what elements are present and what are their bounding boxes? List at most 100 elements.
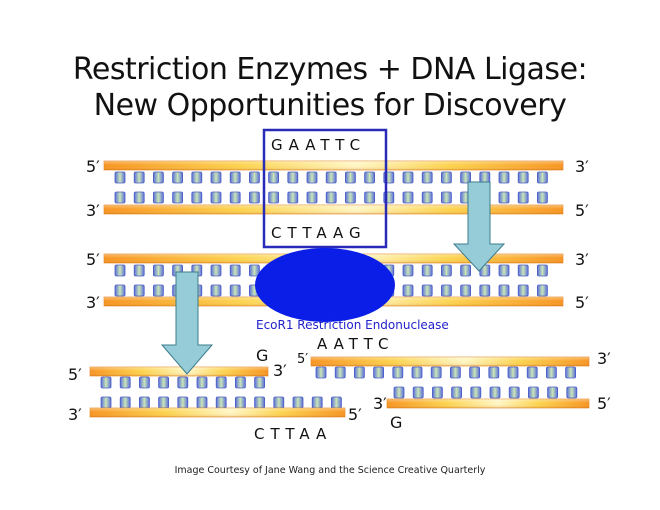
dna2-base-pair-top: [248, 264, 260, 277]
dna1-base-pair-top: [537, 171, 548, 184]
dna2-base-pair-bottom: [229, 284, 241, 297]
dna1-base-pair-bottom: [325, 191, 337, 204]
dna1-base-pair-top: [248, 171, 260, 184]
dna1-base-pair-top: [191, 171, 203, 184]
dna1-base-pair-top: [325, 171, 337, 184]
fragment-right-base-pair-bottom: [566, 386, 578, 399]
dna1-base-pair-top: [402, 171, 414, 184]
dna1-base-pair-top: [517, 171, 529, 184]
dna2-top-left-label: 5′: [86, 250, 100, 269]
dna2-base-pair-top: [498, 264, 510, 277]
arrow-left: [160, 271, 214, 375]
arrow-right: [452, 181, 506, 272]
dna2-base-pair-bottom: [440, 284, 452, 297]
fragment-left-base-pair-top: [215, 376, 227, 389]
fragment-left-base-pair-bottom: [177, 396, 189, 409]
dna1-base-pair-top: [460, 171, 472, 184]
fragment-right-base-pair-bottom: [431, 386, 443, 399]
fragment-right-bottom-right-label: 5′: [597, 394, 611, 413]
fragment-right-base-pair-top: [315, 366, 327, 379]
fragment-right-base-pair-top: [411, 366, 423, 379]
dna1-base-pair-bottom: [402, 191, 414, 204]
dna1-base-pair-bottom: [172, 191, 184, 204]
fragment-left-base-pair-top: [119, 376, 131, 389]
fragment-left-base-pair-top: [158, 376, 170, 389]
fragment-left-overhang: CTTAA: [254, 425, 333, 443]
dna1-base-pair-top: [133, 171, 145, 184]
fragment-right-base-pair-bottom: [508, 386, 520, 399]
dna2-base-pair-bottom: [498, 284, 510, 297]
dna1-base-pair-bottom: [210, 191, 222, 204]
title-line-2: New Opportunities for Discovery: [93, 88, 567, 123]
dna2-base-pair-bottom: [152, 284, 164, 297]
dna1-base-pair-top: [287, 171, 299, 184]
dna1-base-pair-top: [364, 171, 376, 184]
fragment-left-base-pair-bottom: [234, 396, 246, 409]
dna2-base-pair-top: [114, 264, 126, 277]
image-credit-caption: Image Courtesy of Jane Wang and the Scie…: [174, 465, 486, 476]
fragment-left-base-pair-top: [100, 376, 112, 389]
fragment-right-base-pair-top: [507, 366, 519, 379]
dna2-base-pair-top: [537, 264, 548, 277]
dna1-bottom-left-label: 3′: [86, 201, 100, 220]
dna1-base-pair-bottom: [114, 191, 126, 204]
dna1-base-pair-bottom: [517, 191, 529, 204]
dna1-base-pair-top: [498, 171, 510, 184]
fragment-left-base-pair-top: [196, 376, 208, 389]
dna2-base-pair-top: [152, 264, 164, 277]
dna1-base-pair-top: [306, 171, 318, 184]
recognition-bottom-sequence: CTTAAG: [271, 224, 367, 242]
fragment-left-top-left-label: 5′: [68, 365, 82, 384]
dna1-top-left-label: 5′: [86, 157, 100, 176]
dna2-base-pair-top: [210, 264, 222, 277]
fragment-left-base-pair-bottom: [100, 396, 112, 409]
enzyme-label: EcoR1 Restriction Endonuclease: [256, 318, 449, 332]
fragment-left-base-pair-bottom: [273, 396, 285, 409]
dna2-base-pair-bottom: [133, 284, 145, 297]
recognition-top-sequence: GAATTC: [271, 136, 367, 154]
dna1-base-pair-bottom: [152, 191, 164, 204]
fragment-left-base-pair-bottom: [311, 396, 323, 409]
recognition-site-box: [262, 128, 388, 249]
dna1-base-pair-top: [172, 171, 184, 184]
fragment-right-base-pair-top: [430, 366, 442, 379]
dna1-base-pair-bottom: [364, 191, 376, 204]
fragment-right-base-pair-top: [469, 366, 481, 379]
dna1-base-pair-top: [344, 171, 356, 184]
fragment-left-base-pair-bottom: [215, 396, 227, 409]
fragment-left-end-base: G: [256, 346, 269, 365]
fragment-right-base-pair-top: [488, 366, 500, 379]
fragment-left-base-pair-top: [234, 376, 246, 389]
dna2-base-pair-top: [517, 264, 529, 277]
ecor1-enzyme: [255, 248, 395, 322]
dna2-bottom-right-label: 5′: [575, 293, 589, 312]
fragment-right-base-pair-bottom: [412, 386, 424, 399]
fragment-right-base-pair-top: [565, 366, 576, 379]
fragment-right-top-right-label: 3′: [597, 349, 611, 368]
fragment-left-base-pair-bottom: [196, 396, 208, 409]
dna2-base-pair-top: [133, 264, 145, 277]
fragment-right-base-pair-bottom: [470, 386, 482, 399]
fragment-left-bottom-left-label: 3′: [68, 405, 82, 424]
fragment-left-base-pair-bottom: [254, 396, 266, 409]
dna2-top-right-label: 3′: [575, 250, 589, 269]
dna2-base-pair-bottom: [114, 284, 126, 297]
dna1-base-pair-bottom: [537, 191, 548, 204]
fragment-right-base-pair-bottom: [393, 386, 405, 399]
dna1-base-pair-bottom: [191, 191, 203, 204]
fragment-right-base-pair-bottom: [451, 386, 463, 399]
fragment-right-overhang: AATTC: [317, 335, 395, 353]
dna1-base-pair-bottom: [133, 191, 145, 204]
dna1-base-pair-bottom: [344, 191, 356, 204]
dna2-base-pair-bottom: [421, 284, 433, 297]
dna2-base-pair-top: [229, 264, 241, 277]
fragment-left-base-pair-bottom: [330, 396, 342, 409]
dna1-base-pair-bottom: [306, 191, 318, 204]
dna1-base-pair-bottom: [287, 191, 299, 204]
dna2-base-pair-top: [402, 264, 414, 277]
fragment-left-bottom-right-label: 5′: [348, 405, 362, 424]
dna1-bottom-right-label: 5′: [575, 201, 589, 220]
dna2-bottom-left-label: 3′: [86, 293, 100, 312]
dna1-base-pair-top: [440, 171, 452, 184]
fragment-left-base-pair-top: [177, 376, 189, 389]
